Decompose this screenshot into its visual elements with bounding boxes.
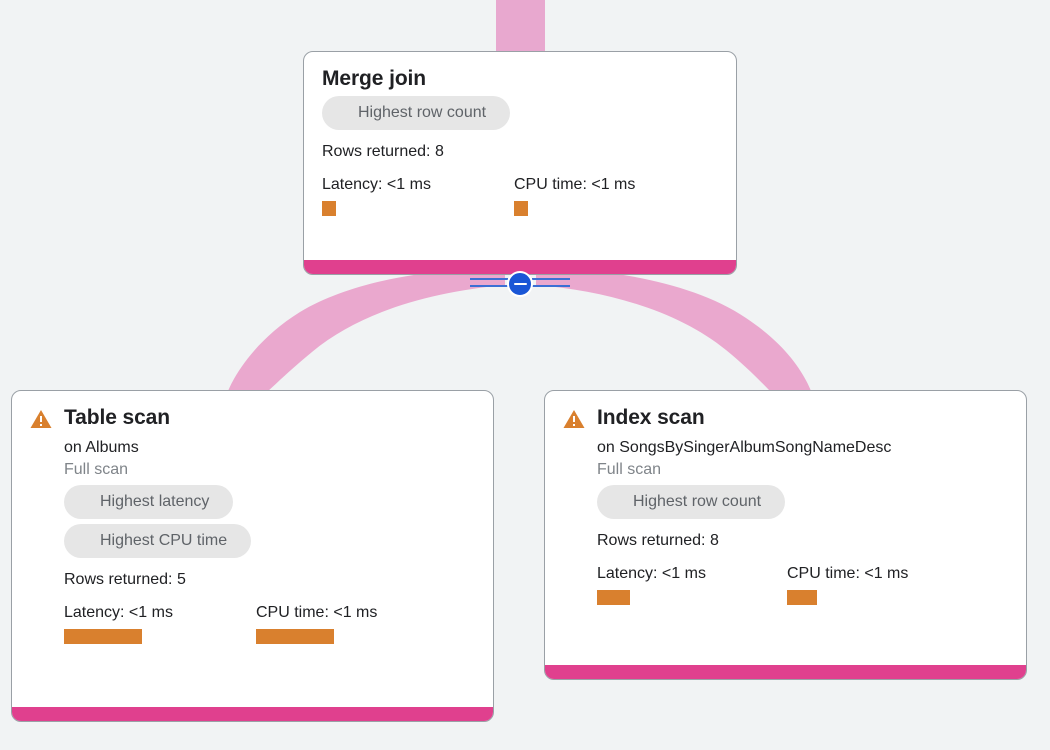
collapse-children-button[interactable]: [507, 271, 533, 297]
node-title: Table scan: [64, 406, 170, 429]
node-header: Table scan: [30, 405, 475, 431]
metric-list: Latency: <1 ms CPU time: <1 ms: [64, 603, 475, 644]
metric-cpu-time-bar: [256, 629, 334, 644]
metric-list: Latency: <1 ms CPU time: <1 ms: [597, 564, 1008, 605]
node-header: Merge join: [322, 66, 718, 92]
metric-latency: Latency: <1 ms: [64, 603, 256, 644]
metric-cpu-time-label: CPU time: <1 ms: [514, 176, 636, 193]
metric-latency-bar: [597, 590, 630, 605]
warning-triangle-icon: [30, 410, 52, 428]
chip-list: Highest row count: [322, 96, 718, 135]
metric-cpu-time-label: CPU time: <1 ms: [256, 604, 378, 621]
node-header: Index scan: [563, 405, 1008, 431]
chip-highest-latency[interactable]: Highest latency: [64, 485, 234, 519]
node-subtitle: on SongsBySingerAlbumSongNameDesc: [597, 439, 892, 456]
node-title: Index scan: [597, 406, 705, 429]
metric-latency-bar: [64, 629, 142, 644]
chip-list: Highest latency Highest CPU time: [64, 485, 475, 563]
edge-merge-join-to-table-scan: [228, 268, 505, 391]
edge-merge-join-to-index-scan: [536, 268, 811, 391]
metric-latency-label: Latency: <1 ms: [597, 565, 706, 582]
collapse-control[interactable]: [470, 271, 570, 297]
node-subtitle: on Albums: [64, 439, 139, 456]
metric-latency: Latency: <1 ms: [597, 564, 787, 605]
node-index-scan[interactable]: Index scan on SongsBySingerAlbumSongName…: [544, 390, 1027, 680]
node-scan-type: Full scan: [64, 461, 129, 478]
node-scan-type: Full scan: [597, 461, 662, 478]
node-table-scan[interactable]: Table scan on Albums Full scan Highest l…: [11, 390, 494, 722]
rows-returned: Rows returned: 5: [64, 571, 186, 588]
parent-edge-stub: [496, 0, 545, 52]
node-accent-bar: [12, 707, 493, 721]
warning-triangle-icon: [563, 410, 585, 428]
minus-icon: [513, 282, 527, 286]
rows-returned: Rows returned: 8: [322, 143, 444, 160]
collapse-rule-lines: [470, 278, 570, 287]
node-accent-bar: [545, 665, 1026, 679]
metric-latency-bar: [322, 201, 336, 216]
metric-cpu-time: CPU time: <1 ms: [514, 175, 635, 216]
chip-highest-cpu-time[interactable]: Highest CPU time: [64, 524, 252, 558]
metric-cpu-time-label: CPU time: <1 ms: [787, 565, 909, 582]
metric-latency: Latency: <1 ms: [322, 175, 514, 216]
node-merge-join[interactable]: Merge join Highest row count Rows return…: [303, 51, 737, 275]
metric-cpu-time: CPU time: <1 ms: [256, 603, 377, 644]
metric-cpu-time-bar: [787, 590, 817, 605]
node-title: Merge join: [322, 67, 427, 90]
chip-list: Highest row count: [597, 485, 1008, 524]
metric-cpu-time: CPU time: <1 ms: [787, 564, 908, 605]
rows-returned: Rows returned: 8: [597, 532, 719, 549]
metric-latency-label: Latency: <1 ms: [64, 604, 173, 621]
chip-highest-row-count[interactable]: Highest row count: [597, 485, 786, 519]
metric-list: Latency: <1 ms CPU time: <1 ms: [322, 175, 718, 216]
node-accent-bar: [304, 260, 736, 274]
metric-latency-label: Latency: <1 ms: [322, 176, 431, 193]
chip-highest-row-count[interactable]: Highest row count: [322, 96, 511, 130]
metric-cpu-time-bar: [514, 201, 528, 216]
